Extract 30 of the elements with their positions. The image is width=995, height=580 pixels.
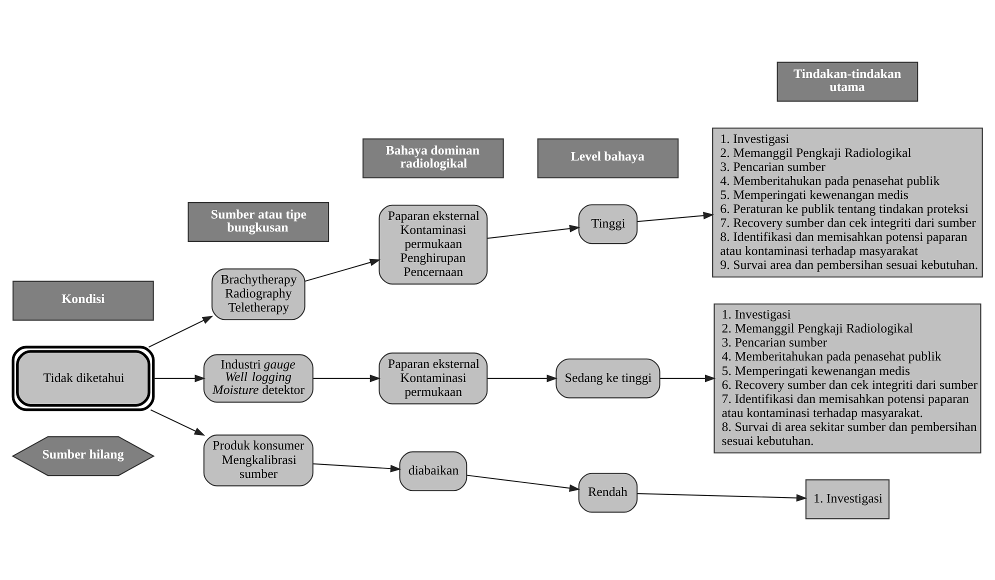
node-box: Sumber atau tipe bungkusan	[188, 202, 330, 242]
node-box: Brachytherapy Radiography Teletherapy	[211, 268, 306, 320]
arrow	[313, 462, 402, 472]
arrow	[637, 492, 808, 502]
node-box: Bahaya dominan radiologikal	[362, 138, 504, 178]
node-box: Kondisi	[12, 280, 154, 320]
arrow	[487, 374, 558, 382]
node-box: Rendah	[578, 472, 638, 512]
arrow	[154, 374, 206, 382]
node-box: 1. Investigasi	[805, 478, 890, 519]
arrow	[637, 211, 714, 222]
node-box: Produk konsumer Mengkalibrasi sumber	[203, 434, 314, 486]
node-box: diabaikan	[399, 450, 468, 491]
node-box: Tidak diketahui	[12, 345, 155, 411]
node-box: 1. Investigasi 2. Memanggil Pengkaji Radiologikal 3. Pencarian sumber 4. Memberitahukan pada penasehat publik 5. Memperingati kewenangan medis 6. Peraturan ke publik tentang tindakan proteksi 7. Recovery sumber dan cek integriti dari sumber 8. Identifikasi dan memisahkan potensi paparan atau kontaminasi terhadap masyarakat 9. Survai area dan pembersihan sesuai kebutuhan.	[712, 127, 983, 278]
arrow	[466, 474, 580, 492]
node-box: Paparan eksternal Kontaminasi permukaan Penghirupan Pencernaan	[378, 204, 488, 284]
node-box: Tindakan-tindakan utama	[776, 61, 918, 102]
arrow	[148, 315, 214, 348]
node-box: 1. Investigasi 2. Memanggil Pengkaji Radiologikal 3. Pencarian sumber 4. Memberitahukan pada penasehat publik 5. Memperingati kewenangan medis 6. Recovery sumber dan cek integriti dari sumber 7. Identifikasi dan memisahkan potensi paparan atau kontaminasi terhadap masyarakat. 8. Survai di area sekitar sumber dan pembersihan sesuai kebutuhan.	[714, 302, 982, 453]
arrow	[313, 374, 381, 382]
arrow	[304, 258, 381, 282]
node-box: Level bahaya	[537, 138, 679, 178]
node-box: Paparan eksternal Kontaminasi permukaan	[378, 352, 488, 404]
node-box: Tinggi	[578, 204, 638, 244]
node-box: Sedang ke tinggi	[556, 358, 660, 398]
arrow	[150, 408, 206, 436]
arrow	[660, 374, 716, 382]
node-box: Industri gauge Well logging Moisture detektor	[203, 354, 314, 402]
arrow	[487, 224, 580, 238]
